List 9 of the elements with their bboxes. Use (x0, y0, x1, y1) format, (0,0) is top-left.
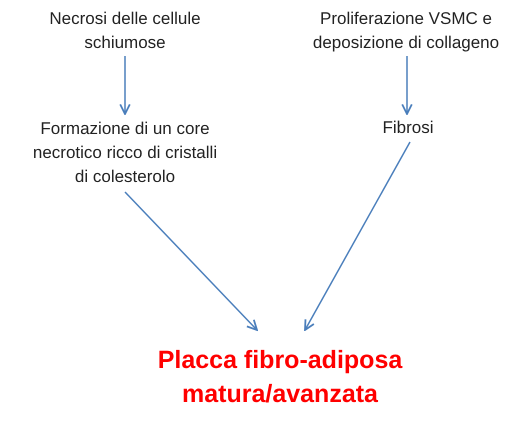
arrow (124, 191, 258, 331)
step-label: Formazione di un core necrotico ricco di cristalli di colesterolo (32, 118, 218, 188)
arrow (304, 142, 411, 331)
arrow (401, 56, 413, 115)
step-label: Proliferazione VSMC e deposizione di collageno (312, 8, 500, 54)
result-label: Placca fibro-adiposa matura/avanzata (156, 345, 404, 410)
step-label: Necrosi delle cellule schiumose (48, 8, 202, 54)
step-label: Fibrosi (382, 117, 434, 139)
arrow (119, 56, 131, 115)
